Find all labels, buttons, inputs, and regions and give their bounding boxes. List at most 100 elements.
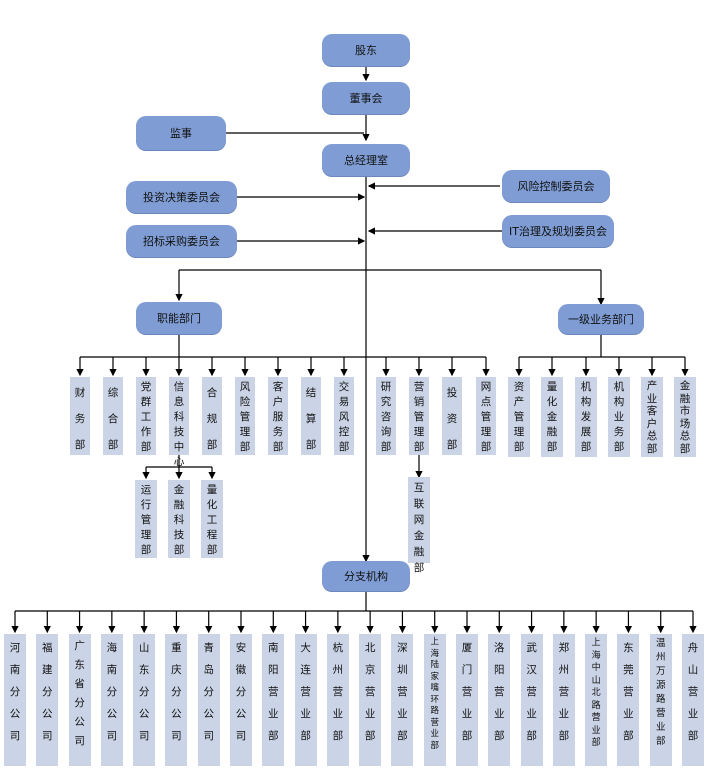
char: 业 (461, 708, 473, 720)
business-header-label: 一级业务部门 (568, 313, 634, 326)
char: 部 (446, 439, 458, 451)
branch-20: 温州万源路营业部 (649, 634, 672, 766)
char: 南 (268, 642, 279, 654)
char: 综 (107, 387, 119, 399)
char: 行 (140, 499, 152, 511)
char: 互 (413, 482, 425, 494)
char: 合 (107, 413, 119, 425)
char: 户 (646, 417, 658, 430)
char: 资 (446, 413, 458, 425)
committee-investment-label: 投资决策委员会 (143, 191, 220, 204)
char: 易 (338, 396, 350, 408)
char: 融 (679, 392, 691, 405)
char: 分 (171, 686, 182, 698)
char: 家 (430, 671, 439, 682)
char: 大 (300, 642, 311, 654)
char: 上 (591, 638, 601, 648)
char: 司 (74, 735, 85, 747)
char: 部 (239, 441, 251, 453)
char: 青 (203, 642, 214, 654)
char: 分 (42, 686, 53, 698)
char: 投 (446, 387, 458, 399)
functional-header-node: 职能部门 (136, 302, 222, 334)
char: 部 (332, 730, 344, 742)
branch-19: 东莞营业部 (617, 634, 640, 766)
char: 金 (413, 530, 425, 542)
char: 营 (655, 708, 666, 719)
marketing-sub-dept-0: 互联网金融部 (408, 477, 430, 574)
char: 山 (138, 642, 150, 654)
char: 省 (74, 678, 85, 690)
char: 部 (623, 730, 634, 742)
char: 构 (613, 396, 625, 408)
char: 控 (338, 426, 350, 438)
char: 产 (646, 380, 658, 392)
char: 部 (338, 441, 350, 453)
char: 部 (513, 441, 525, 453)
char: 上 (430, 637, 439, 647)
business-dept-1: 量化金融部 (541, 377, 563, 457)
business-dept-2: 机构发展部 (575, 377, 597, 457)
char: 万 (655, 666, 666, 677)
committee-it-label: IT治理及规划委员会 (509, 225, 607, 238)
char: 部 (613, 441, 625, 453)
char: 工 (206, 514, 218, 526)
char: 发 (580, 411, 592, 423)
char: 心 (173, 456, 185, 468)
char: 营 (591, 713, 601, 723)
char: 分 (74, 697, 85, 709)
char: 分 (9, 686, 21, 698)
char: 科 (173, 514, 185, 526)
functional-dept-7: 结算部 (301, 377, 321, 455)
char: 资 (513, 381, 525, 393)
char: 公 (235, 708, 247, 720)
branch-6: 青岛分公司 (197, 634, 220, 766)
char: 阳 (268, 664, 279, 676)
char: 服 (272, 411, 284, 423)
char: 中 (173, 441, 185, 453)
char: 总 (646, 430, 658, 442)
branch-18: 上海中山北路营业部 (585, 634, 608, 766)
char: 部 (591, 738, 601, 748)
functional-dept-4: 合规部 (202, 377, 222, 455)
char: 理 (513, 426, 525, 438)
char: 理 (480, 426, 492, 438)
char: 理 (413, 426, 425, 438)
char: 公 (106, 708, 118, 720)
char: 部 (305, 439, 317, 451)
char: 量 (206, 484, 218, 496)
functional-header-label: 职能部门 (157, 312, 201, 325)
char: 岛 (203, 664, 214, 676)
char: 司 (235, 730, 247, 742)
branches-header-node: 分支机构 (322, 561, 410, 591)
char: 业 (655, 722, 666, 733)
functional-dept-1: 综合部 (103, 377, 123, 455)
char: 郑 (558, 642, 570, 654)
char: 部 (494, 730, 505, 742)
char: 化 (546, 396, 558, 408)
char: 营 (526, 686, 537, 698)
char: 分 (203, 686, 214, 698)
char: 海 (106, 642, 118, 654)
char: 业 (332, 708, 344, 720)
shareholders-label: 股东 (355, 44, 377, 57)
char: 展 (580, 426, 592, 438)
committee-risk-label: 风险控制委员会 (517, 180, 595, 193)
char: 咨 (380, 411, 392, 423)
char: 户 (272, 396, 284, 408)
char: 化 (206, 499, 218, 511)
char: 门 (461, 664, 473, 676)
it-sub-dept-0: 运行管理部 (135, 480, 157, 558)
char: 规 (206, 413, 218, 425)
functional-dept-9: 研究咨询部 (376, 377, 396, 455)
char: 司 (171, 730, 182, 742)
char: 部 (646, 442, 658, 455)
char: 部 (679, 442, 691, 455)
char: 业 (646, 392, 658, 405)
char: 部 (300, 730, 311, 742)
char: 风 (239, 381, 251, 393)
char: 东 (74, 659, 85, 671)
branch-5: 重庆分公司 (165, 634, 188, 766)
char: 路 (655, 694, 666, 705)
char: 公 (203, 708, 214, 720)
